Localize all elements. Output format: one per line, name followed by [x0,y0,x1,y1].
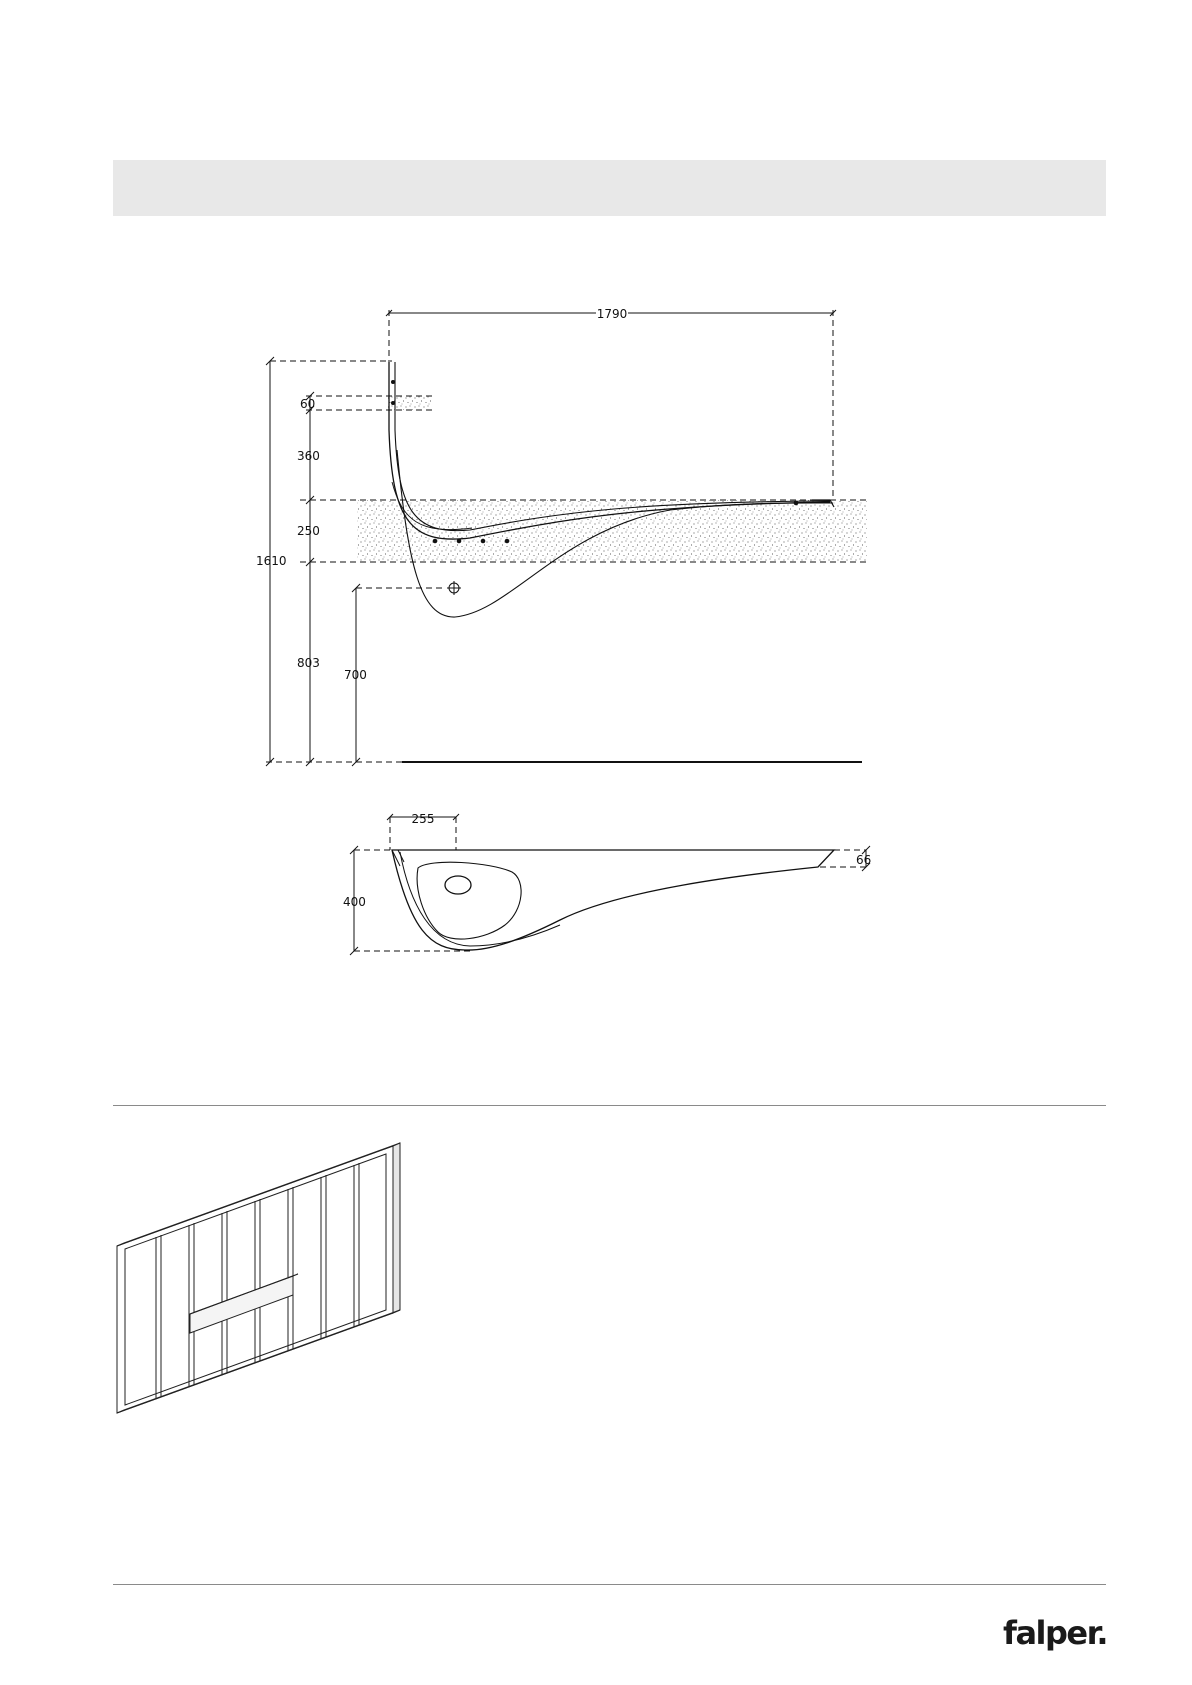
dimension-255-label: 255 [412,812,435,826]
dimension-803-label: 803 [297,656,320,670]
elevation-view [266,310,867,766]
dimension-width-label: 1790 [597,307,628,321]
dimension-700-label: 700 [344,668,367,682]
dimension-360-label: 360 [297,449,320,463]
dimension-60-label: 60 [300,397,315,411]
dimension-total-height-label: 1610 [256,554,287,568]
falper-logo: falper. [1003,1614,1107,1652]
dimension-66-label: 66 [856,853,871,867]
plan-view [350,814,870,955]
dimension-400-label: 400 [343,895,366,909]
dimension-250-label: 250 [297,524,320,538]
wall-frame-isometric [117,1143,400,1413]
